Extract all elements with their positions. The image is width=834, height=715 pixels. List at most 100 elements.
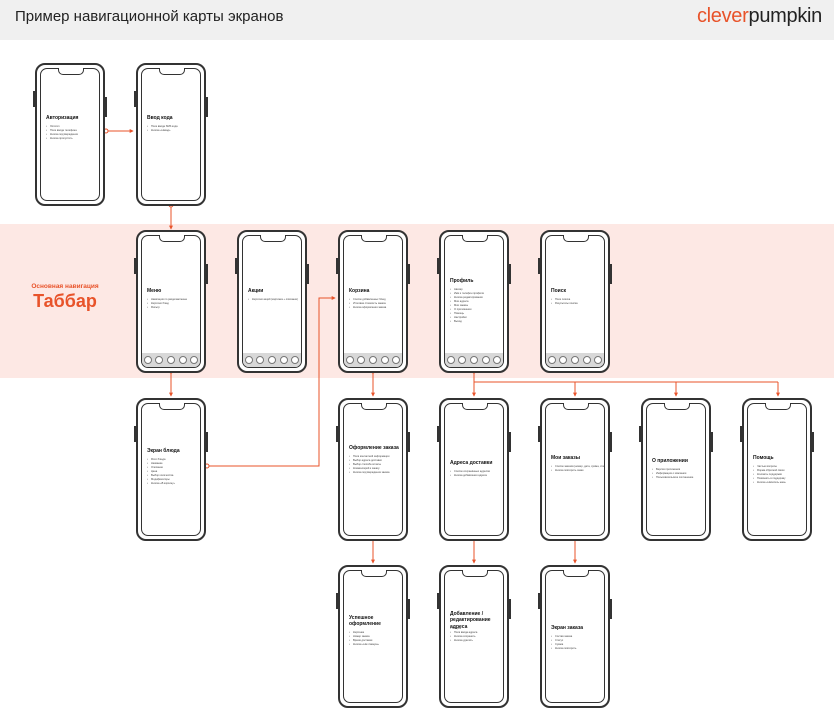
screen-item: Форма обратной связи [753,469,807,473]
screen-item: Результаты поиска [551,302,605,306]
screen-item-list: ЛоготипПоле ввода телефонаКнопка подтвер… [46,125,100,141]
tab-icon [559,356,568,364]
screen-item: Выбор адреса доставки [349,459,403,463]
screen-about: О приложенииВерсия приложенияИнформация … [639,398,713,541]
tab-icon [357,356,366,364]
screen-item: Версия приложения [652,468,706,472]
screen-item: Время доставки [349,639,403,643]
tab-icon [345,356,354,364]
screen-item-list: Список сохранённых адресовКнопка добавле… [450,470,504,478]
screen-address: Адреса доставкиСписок сохранённых адресо… [437,398,511,541]
tab-icon [256,356,265,364]
screen-item: Кнопка пропустить [46,137,100,141]
screen-item: Кнопка оформления заказа [349,306,403,310]
screen-item: Поле ввода телефона [46,129,100,133]
tabbar [243,353,301,367]
screen-item: Имя и телефон профиля [450,292,504,296]
tab-icon [291,356,300,364]
tabbar [344,353,402,367]
tab-icon [190,356,199,364]
screen-item: Выбор количества [147,474,201,478]
screen-item: Мои адреса [450,300,504,304]
screen-dish: Экран блюдаФото блюдаНазваниеОписаниеЦен… [134,398,208,541]
tab-icon [279,356,288,364]
screen-item: Список заказов (номер, дата, сумма, стат… [551,465,605,469]
screen-item: Кнопка повторить заказ [551,469,605,473]
screen-title: Мои заказы [551,455,580,461]
screen-item: Номер заказа [349,635,403,639]
screen-item: Выбор способа оплаты [349,463,403,467]
screen-item: Кнопка «На главную» [349,643,403,647]
screen-title: Ввод кода [147,115,173,121]
screen-title: Меню [147,288,162,294]
screen-item: Помощь [450,312,504,316]
screen-item-list: Частые вопросыФорма обратной связиКонтак… [753,465,807,485]
screen-item-list: КартинкаНомер заказаВремя доставкиКнопка… [349,631,403,647]
screen-menu: МенюНавигация по разделам менюКарточки б… [134,230,208,373]
screen-item: Аватар [450,288,504,292]
tabbar [445,353,503,367]
tab-icon [481,356,490,364]
screen-item: Поля контактной информации [349,455,403,459]
tab-icon [582,356,591,364]
tab-icon [392,356,401,364]
screen-item: О приложении [450,308,504,312]
screen-item: Кнопка «В корзину» [147,482,201,486]
screen-item-list: Состав заказаСтатусСуммаКнопка повторить [551,635,605,651]
screen-item: Кнопка удалить [450,639,504,643]
screen-search: ПоискПоле поискаРезультаты поиска [538,230,612,373]
screen-item-list: Версия приложенияИнформация о компанииПо… [652,468,706,480]
screen-item-list: КартаПоля ввода адресаКнопка сохранитьКн… [450,627,504,643]
screen-title: О приложении [652,458,688,464]
screen-item-list: Список добавленных блюдИтоговая стоимост… [349,298,403,310]
tabbar-title: Таббар [33,291,97,311]
screen-item: Выход [450,320,504,324]
screen-item: Сумма [551,643,605,647]
screen-item: Поле ввода SMS кода [147,125,201,129]
tab-icon [368,356,377,364]
screen-promo: АкцииКарточки акций (картинка + описание… [235,230,309,373]
screen-success: Успешное оформлениеКартинкаНомер заказаВ… [336,565,410,708]
screen-title: Профиль [450,278,474,284]
screen-item-list: Поле ввода SMS кодаКнопка «Назад» [147,125,201,133]
screen-profile: ПрофильАватарИмя и телефон профиляКнопка… [437,230,511,373]
screen-item-list: Поле поискаРезультаты поиска [551,298,605,306]
screen-auth: АвторизацияЛоготипПоле ввода телефонаКно… [33,63,107,206]
tab-icon [267,356,276,364]
header-bar: Пример навигационной карты экранов cleve… [0,0,834,40]
screen-item: Цена [147,470,201,474]
tabbar-caption: Основная навигация [31,283,99,290]
screen-title: Поиск [551,288,567,294]
screen-item-list: Фото блюдаНазваниеОписаниеЦенаВыбор коли… [147,458,201,486]
screen-item-list: Карточки акций (картинка + описание) [248,298,302,302]
screen-item: Кнопка добавления адреса [450,474,504,478]
tab-icon [380,356,389,364]
screen-item: Кнопка подтверждения заказа [349,471,403,475]
screen-item: Название [147,462,201,466]
screen-item: Комментарий к заказу [349,467,403,471]
tab-icon [469,356,478,364]
screen-item: Кнопка подтверждения [46,133,100,137]
screen-item: Логотип [46,125,100,129]
screen-item: Модификаторы [147,478,201,482]
screen-title: Акции [248,288,264,294]
screen-item: Позвонить в поддержку [753,477,807,481]
screen-item-list: Список заказов (номер, дата, сумма, стат… [551,465,605,473]
screen-item: Кнопка «Написать нам» [753,481,807,485]
tab-icon [547,356,556,364]
screen-item: Фильтр [147,306,201,310]
screen-title: Экран блюда [147,448,180,454]
screen-item-list: АватарИмя и телефон профиляКнопка редакт… [450,288,504,324]
screen-title: Авторизация [46,115,79,121]
screen-item: Статус [551,639,605,643]
screen-item: Информация о компании [652,472,706,476]
screen-item: Кнопка повторить [551,647,605,651]
screen-item: Карточки блюд [147,302,201,306]
screen-item: Поле поиска [551,298,605,302]
tab-icon [244,356,253,364]
screen-item: Частые вопросы [753,465,807,469]
tab-icon [570,356,579,364]
tab-icon [446,356,455,364]
screen-item: Мои заказы [450,304,504,308]
screen-checkout: Оформление заказаПоля контактной информа… [336,398,410,541]
